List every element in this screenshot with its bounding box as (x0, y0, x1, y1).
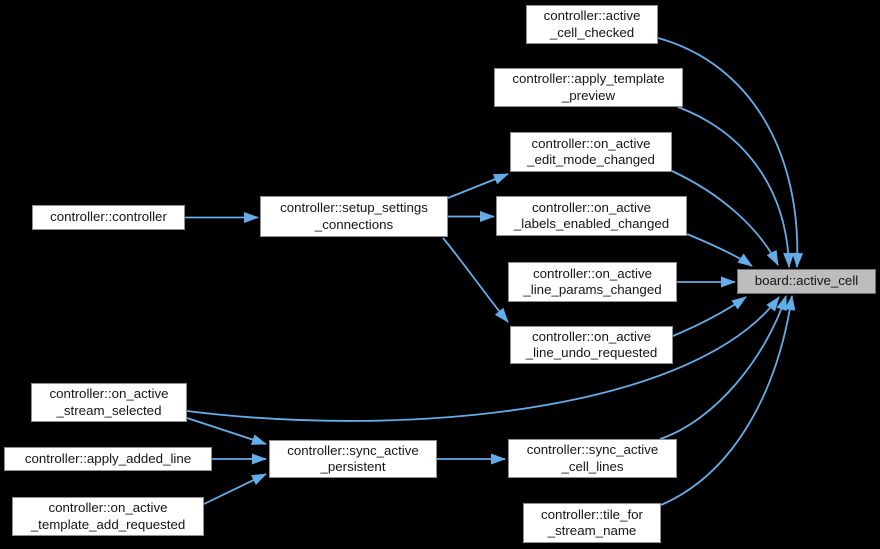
edge-active-cell-checked--board-active-cell (657, 37, 804, 268)
node-sync-active-cell-lines[interactable]: controller::sync_active _cell_lines (508, 439, 677, 478)
edge-tile-for-stream-name--board-active-cell (660, 295, 796, 506)
node-apply-added-line[interactable]: controller::apply_added_line (4, 447, 212, 471)
node-setup-settings-connections[interactable]: controller::setup_settings _connections (260, 196, 448, 237)
node-apply-template-preview[interactable]: controller::apply_template _preview (494, 68, 683, 107)
edge-on-active-stream-selected--sync-active-persistent (186, 417, 267, 445)
node-on-active-labels-enabled-changed[interactable]: controller::on_active _labels_enabled_ch… (496, 196, 687, 236)
node-sync-active-persistent[interactable]: controller::sync_active _persistent (269, 440, 437, 478)
node-tile-for-stream-name[interactable]: controller::tile_for _stream_name (523, 503, 661, 543)
node-on-active-edit-mode-changed[interactable]: controller::on_active _edit_mode_changed (510, 132, 672, 172)
edge-on-active-stream-selected--board-active-cell (186, 296, 780, 422)
edge-setup-settings-connections--on-active-edit-mode-changed (447, 173, 509, 199)
node-on-active-line-params-changed[interactable]: controller::on_active _line_params_chang… (508, 262, 677, 302)
edge-apply-template-preview--board-active-cell (677, 106, 795, 268)
node-on-active-stream-selected[interactable]: controller::on_active _stream_selected (31, 383, 187, 422)
edge-on-active-template-add-requested--sync-active-persistent (203, 473, 267, 505)
node-controller-controller[interactable]: controller::controller (32, 205, 185, 230)
edge-on-active-labels-enabled-changed--board-active-cell (686, 233, 753, 267)
edge-on-active-edit-mode-changed--board-active-cell (671, 170, 779, 266)
node-active-cell-checked[interactable]: controller::active _cell_checked (526, 5, 658, 44)
edge-on-active-line-undo-requested--board-active-cell (672, 296, 747, 337)
edge-setup-settings-connections--on-active-line-undo-requested (442, 237, 509, 323)
node-board-active-cell[interactable]: board::active_cell (737, 269, 876, 294)
node-on-active-line-undo-requested[interactable]: controller::on_active _line_undo_request… (510, 326, 673, 364)
edge-sync-active-cell-lines--board-active-cell (659, 295, 787, 440)
edges (185, 37, 804, 506)
node-on-active-template-add-requested[interactable]: controller::on_active _template_add_requ… (12, 497, 204, 536)
